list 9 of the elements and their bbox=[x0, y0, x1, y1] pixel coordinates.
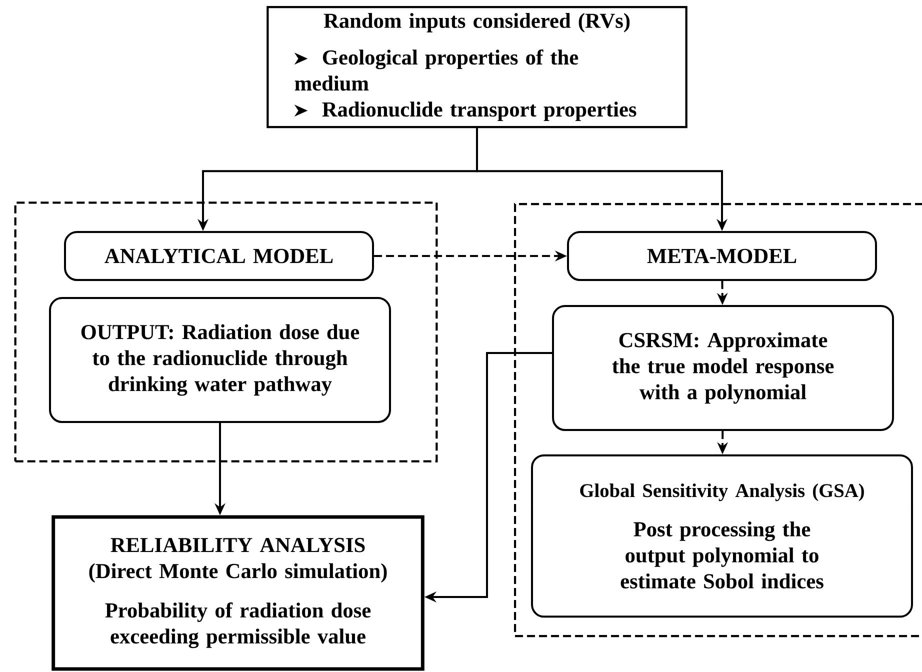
dashed-group-box bbox=[14, 202, 438, 462]
dashed-group-box bbox=[514, 202, 922, 638]
result-box: RELIABILITY ANALYSIS (Direct Monte Carlo simulation) Probability of radiation dose exceeding permissible value bbox=[52, 515, 424, 671]
process-box: ANALYTICAL MODEL bbox=[64, 231, 374, 281]
process-box: Global Sensitivity Analysis (GSA) Post processing the output polynomial to estimate Sobol indices bbox=[531, 454, 913, 618]
input-box: Random inputs considered (RVs) Geological properties of the medium Radionuclide transport properties bbox=[266, 6, 688, 128]
process-box: META-MODEL bbox=[567, 231, 877, 281]
process-box: OUTPUT: Radiation dose due to the radionuclide through drinking water pathway bbox=[49, 297, 391, 423]
process-box: CSRSM: Approximate the true model response with a polynomial bbox=[552, 305, 894, 431]
